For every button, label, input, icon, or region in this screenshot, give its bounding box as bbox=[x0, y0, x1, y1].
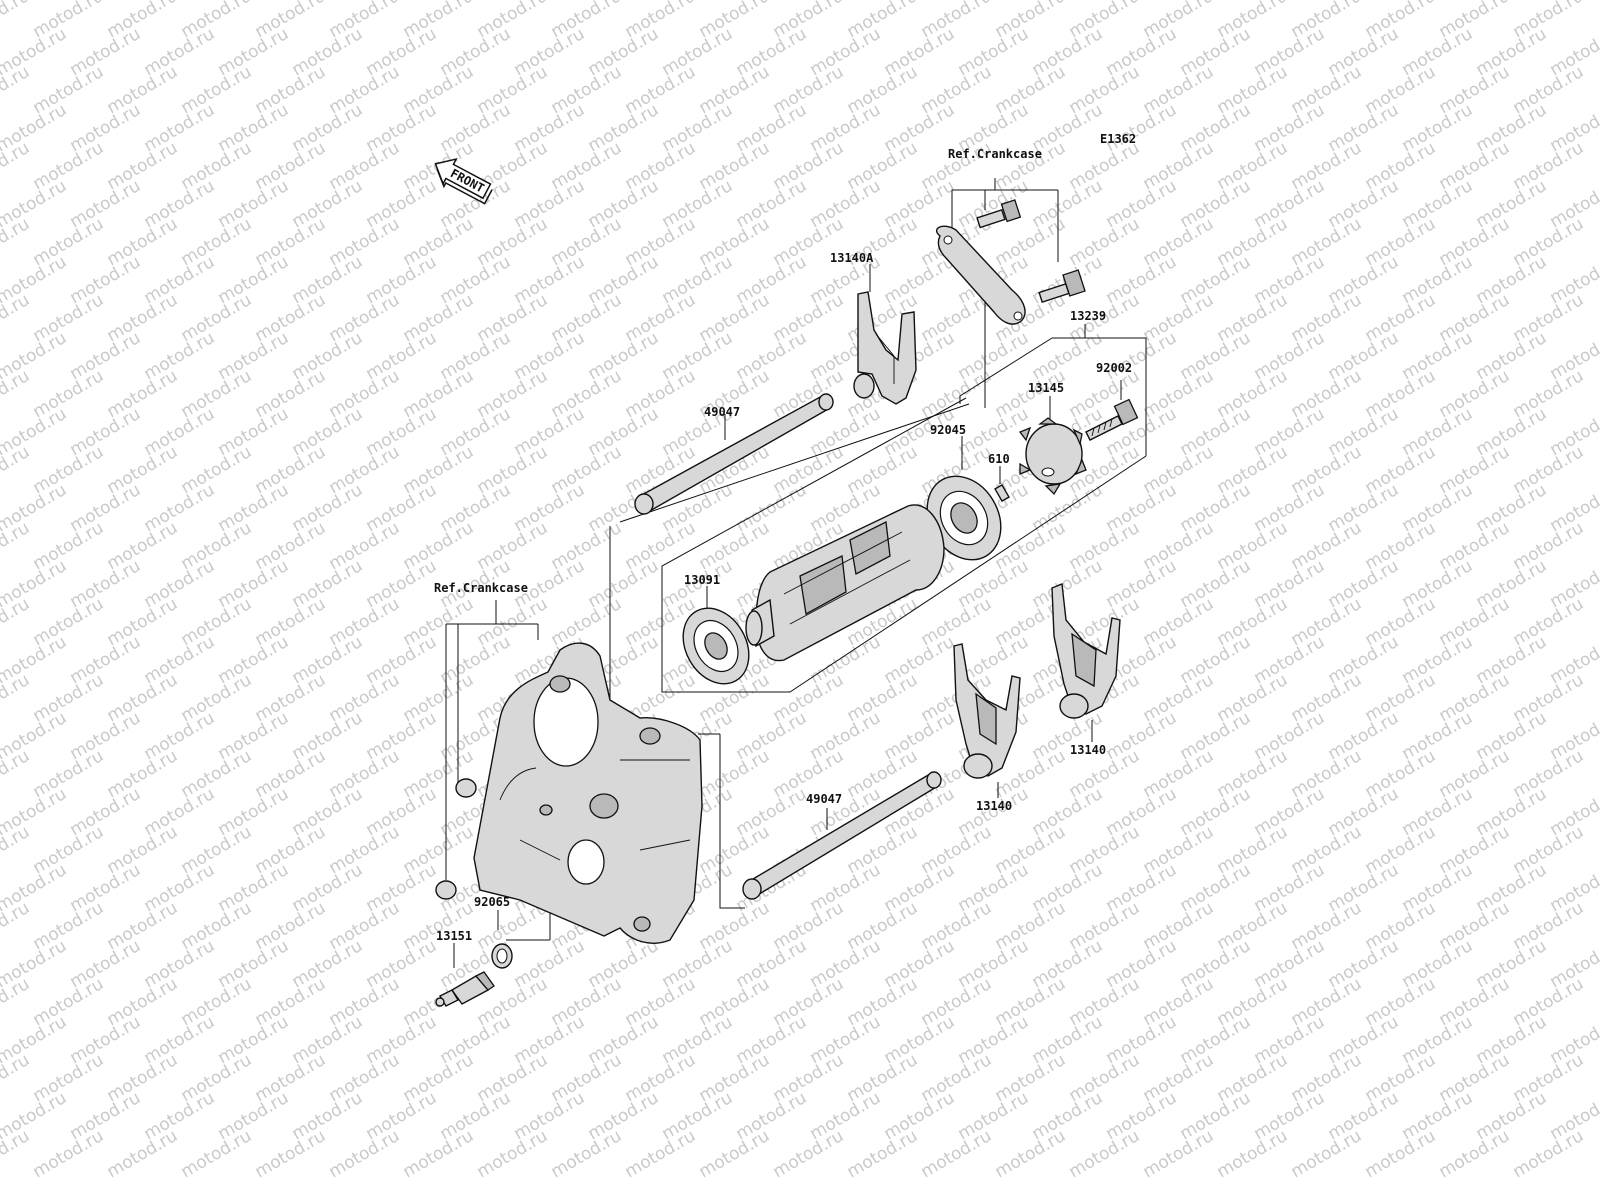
dowel-pin-upper bbox=[455, 778, 477, 798]
watermark-text: motod.ru bbox=[770, 1126, 848, 1182]
watermark-text: motod.ru bbox=[0, 0, 33, 42]
watermark-text: motod.ru bbox=[1362, 1126, 1440, 1182]
watermark-text: motod.ru bbox=[326, 1126, 404, 1182]
shift-fork-13140-mid bbox=[953, 643, 1021, 779]
callout-92065: 92065 bbox=[474, 895, 510, 909]
washer-92065 bbox=[491, 943, 513, 969]
callout-13140a: 13140A bbox=[830, 251, 874, 265]
watermark-text: motod.ru bbox=[844, 1126, 922, 1182]
pin-610 bbox=[994, 483, 1010, 503]
callout-13151: 13151 bbox=[436, 929, 472, 943]
watermark-text: motod.ru bbox=[474, 1126, 552, 1182]
bolt-92002 bbox=[1085, 398, 1139, 441]
watermark-text: motod.ru bbox=[992, 1126, 1070, 1182]
shift-drum bbox=[745, 504, 945, 662]
watermark-text: motod.ru bbox=[1140, 1126, 1218, 1182]
watermark-text: motod.ru bbox=[1214, 1126, 1292, 1182]
bearing-13091 bbox=[682, 607, 750, 685]
neutral-switch-13151 bbox=[435, 971, 495, 1007]
watermark-text: motod.ru bbox=[918, 1126, 996, 1182]
callout-13239: 13239 bbox=[1070, 309, 1106, 323]
watermark-text: motod.ru bbox=[1510, 1126, 1588, 1182]
shift-fork-shaft-lower bbox=[742, 771, 942, 900]
shift-fork-13140a bbox=[853, 291, 917, 405]
shift-fork-13140-right bbox=[1051, 583, 1121, 719]
dowel-pin-lower bbox=[435, 880, 457, 900]
callout-labels: Ref.Crankcase 13140A 13239 92002 13145 4… bbox=[434, 147, 1132, 943]
callout-13140-mid: 13140 bbox=[976, 799, 1012, 813]
crankcase-section bbox=[473, 642, 703, 944]
stopper-plate bbox=[935, 199, 1086, 325]
callout-49047-bottom: 49047 bbox=[806, 792, 842, 806]
callout-92002: 92002 bbox=[1096, 361, 1132, 375]
front-arrow-label: FRONT bbox=[448, 166, 486, 195]
callout-13091: 13091 bbox=[684, 573, 720, 587]
watermark-text: motod.ru bbox=[622, 1126, 700, 1182]
callout-49047-top: 49047 bbox=[704, 405, 740, 419]
watermark-text: motod.ru bbox=[252, 1126, 330, 1182]
watermark-text: motod.ru bbox=[30, 1126, 108, 1182]
callout-ref-crankcase-top: Ref.Crankcase bbox=[948, 147, 1042, 161]
bearing-92045 bbox=[926, 475, 1002, 561]
callout-92045: 92045 bbox=[930, 423, 966, 437]
watermark-text: motod.ru bbox=[1288, 1126, 1366, 1182]
watermark-text: motod.ru bbox=[548, 1126, 626, 1182]
watermark-text: motod.ru bbox=[178, 1126, 256, 1182]
shift-fork-shaft-upper bbox=[634, 393, 834, 515]
diagram-code: E1362 bbox=[1100, 132, 1136, 146]
watermark-text: motod.ru bbox=[696, 1126, 774, 1182]
callout-13140-right: 13140 bbox=[1070, 743, 1106, 757]
shift-drum-segment-13145 bbox=[1018, 417, 1087, 496]
callout-ref-crankcase-left: Ref.Crankcase bbox=[434, 581, 528, 595]
watermark-text: motod.ru bbox=[1066, 1126, 1144, 1182]
callout-13145: 13145 bbox=[1028, 381, 1064, 395]
watermark-text: motod.ru bbox=[400, 1126, 478, 1182]
callout-610: 610 bbox=[988, 452, 1010, 466]
watermark-text: motod.ru bbox=[104, 1126, 182, 1182]
watermark-text: motod.ru bbox=[1436, 1126, 1514, 1182]
